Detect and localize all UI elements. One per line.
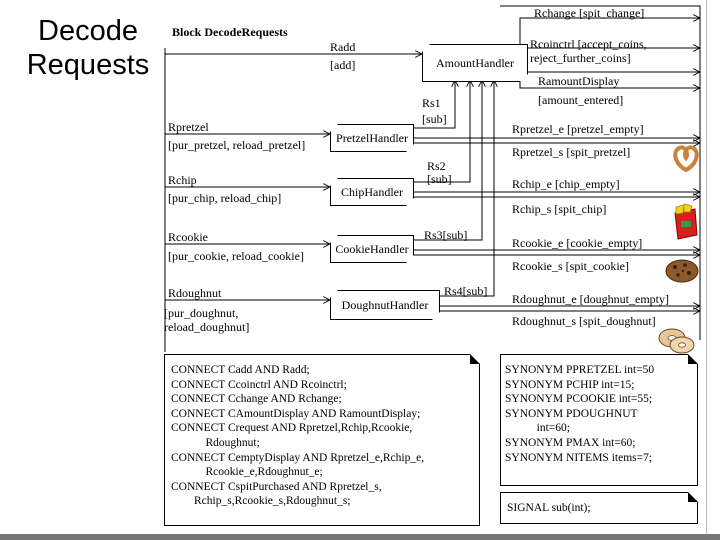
note-fold-corner xyxy=(688,354,698,364)
synonym-line: SYNONYM PMAX int=60; xyxy=(505,436,636,449)
doughnut-icon xyxy=(658,328,695,354)
connect-line: CONNECT Cchange AND Rchange; xyxy=(171,393,342,406)
synonym-line: SYNONYM PCOOKIE int=55; xyxy=(505,393,653,406)
label-rdoughnut-e: Rdoughnut_e [doughnut_empty] xyxy=(512,292,669,306)
label-rdoughnut-signal-1: [pur_doughnut, xyxy=(164,306,239,320)
label-rcookie-signal: [pur_cookie, reload_cookie] xyxy=(168,249,304,263)
label-radd-signal: [add] xyxy=(330,58,356,72)
label-rdoughnut-s: Rdoughnut_s [spit_doughnut] xyxy=(512,314,656,328)
wire-rs3 xyxy=(412,80,482,241)
chips-icon xyxy=(674,203,698,240)
synonym-list: SYNONYM PPRETZEL int=50 SYNONYM PCHIP in… xyxy=(505,363,654,465)
label-rcookie-e: Rcookie_e [cookie_empty] xyxy=(512,236,643,250)
wire-rs4 xyxy=(438,80,494,297)
process-doughnut-handler-label: DoughnutHandler xyxy=(341,297,429,312)
wire-rchange xyxy=(519,18,700,44)
slide-title-line-2: Requests xyxy=(26,49,150,81)
block-title: Block DecodeRequests xyxy=(172,25,288,39)
label-rs3: Rs3[sub] xyxy=(424,228,468,242)
signal-declaration: SIGNAL sub(int); xyxy=(507,502,591,514)
label-rs4: Rs4[sub] xyxy=(444,284,488,298)
signal-note: SIGNAL sub(int); xyxy=(500,492,698,524)
cookie-icon xyxy=(665,259,699,283)
process-chip-handler[interactable]: ChipHandler xyxy=(330,178,414,206)
label-rcoinctrl-2: reject_further_coins] xyxy=(530,51,631,65)
label-rs2-signal: [sub] xyxy=(427,172,452,186)
process-doughnut-handler[interactable]: DoughnutHandler xyxy=(330,290,440,320)
label-rpretzel-e: Rpretzel_e [pretzel_empty] xyxy=(512,122,644,136)
process-chip-handler-label: ChipHandler xyxy=(341,184,403,199)
process-cookie-handler[interactable]: CookieHandler xyxy=(330,235,414,263)
connect-line: CONNECT CspitPurchased AND Rpretzel_s, xyxy=(171,480,382,493)
connect-line: Rdoughnut; xyxy=(171,436,260,449)
synonym-line: SYNONYM PPRETZEL int=50 xyxy=(505,364,655,376)
connect-line: CONNECT Crequest AND Rpretzel,Rchip,Rcoo… xyxy=(171,422,413,435)
slide-title: Decode Requests xyxy=(18,14,158,82)
synonym-line: SYNONYM PCHIP int=15; xyxy=(505,378,635,391)
label-rchange: Rchange [spit_change] xyxy=(534,6,645,20)
process-cookie-handler-label: CookieHandler xyxy=(335,241,409,256)
block-right-edge xyxy=(500,5,701,340)
process-amount-handler[interactable]: AmountHandler xyxy=(422,44,528,82)
label-rpretzel-s: Rpretzel_s [spit_pretzel] xyxy=(512,145,631,159)
slide-title-line-1: Decode xyxy=(38,15,138,47)
process-pretzel-handler[interactable]: PretzelHandler xyxy=(330,124,414,152)
label-rdoughnut-signal-2: reload_doughnut] xyxy=(164,320,250,334)
label-rs1: Rs1 xyxy=(422,96,441,110)
synonym-line: int=60; xyxy=(505,422,570,435)
connect-line: CONNECT Cadd AND Radd; xyxy=(171,364,310,376)
synonym-line: SYNONYM NITEMS items=7; xyxy=(505,451,653,464)
connect-line: CONNECT CemptyDisplay AND Rpretzel_e,Rch… xyxy=(171,451,425,464)
wire-rs2 xyxy=(412,80,470,183)
connect-line: Rchip_s,Rcookie_s,Rdoughnut_s; xyxy=(171,495,351,508)
process-amount-handler-label: AmountHandler xyxy=(436,55,514,70)
wire-rs1 xyxy=(412,80,455,129)
synonym-note: SYNONYM PPRETZEL int=50 SYNONYM PCHIP in… xyxy=(500,354,698,486)
label-radd: Radd xyxy=(330,40,356,54)
label-ramountdisplay-1: RamountDisplay xyxy=(538,74,620,88)
note-fold-corner xyxy=(688,492,698,502)
connect-line: CONNECT Ccoinctrl AND Rcoinctrl; xyxy=(171,378,347,391)
label-rs2: Rs2 xyxy=(427,159,446,173)
slide-right-separator xyxy=(706,0,707,534)
connect-note: CONNECT Cadd AND Radd; CONNECT Ccoinctrl… xyxy=(164,354,480,526)
connect-line: CONNECT CAmountDisplay AND RamountDispla… xyxy=(171,407,421,420)
label-rdoughnut: Rdoughnut xyxy=(168,286,222,300)
label-rcoinctrl-1: Rcoinctrl [accept_coins, xyxy=(530,37,647,51)
label-rchip-signal: [pur_chip, reload_chip] xyxy=(168,191,282,205)
process-pretzel-handler-label: PretzelHandler xyxy=(336,130,408,145)
note-fold-corner xyxy=(470,354,480,364)
slide-bottom-bar xyxy=(0,534,720,540)
connect-line: Rcookie_e,Rdoughnut_e; xyxy=(171,466,323,479)
wire-ramountdisplay xyxy=(519,80,700,88)
label-rs1-signal: [sub] xyxy=(422,112,447,126)
label-rchip: Rchip xyxy=(168,173,197,187)
label-rchip-s: Rchip_s [spit_chip] xyxy=(512,202,607,216)
label-rchip-e: Rchip_e [chip_empty] xyxy=(512,177,620,191)
label-rpretzel: Rpretzel xyxy=(168,120,209,134)
synonym-line: SYNONYM PDOUGHNUT xyxy=(505,407,638,420)
label-ramountdisplay-2: [amount_entered] xyxy=(538,93,624,107)
label-rcookie-s: Rcookie_s [spit_cookie] xyxy=(512,259,629,273)
label-rcookie: Rcookie xyxy=(168,230,208,244)
pretzel-icon xyxy=(673,145,699,173)
label-rpretzel-signal: [pur_pretzel, reload_pretzel] xyxy=(168,138,306,152)
connect-list: CONNECT Cadd AND Radd; CONNECT Ccoinctrl… xyxy=(171,363,424,509)
